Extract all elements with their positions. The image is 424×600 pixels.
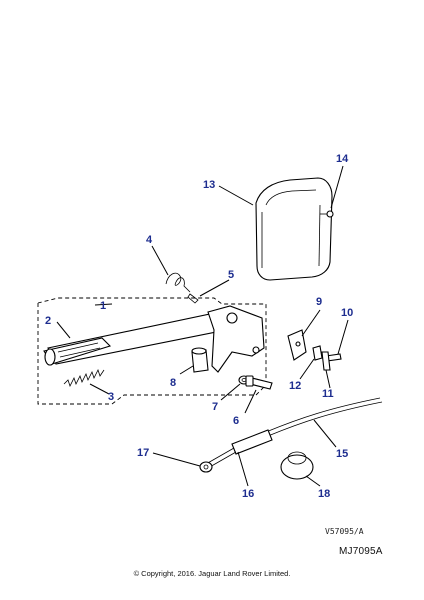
callout-labels: 1 2 3 4 5 6 7 8 9 10 11 12 13 14 15 16 1… xyxy=(45,153,353,500)
callout-5[interactable]: 5 xyxy=(228,269,234,281)
callout-11[interactable]: 11 xyxy=(322,388,334,400)
grommet-part[interactable] xyxy=(280,451,314,480)
handbrake-cable-part[interactable] xyxy=(205,397,383,469)
bush-part-8[interactable] xyxy=(191,347,209,373)
callout-14[interactable]: 14 xyxy=(336,153,349,165)
bracket-part-9[interactable] xyxy=(287,329,307,361)
callout-3[interactable]: 3 xyxy=(108,391,114,403)
callout-18[interactable]: 18 xyxy=(318,488,330,500)
screw-part-14[interactable] xyxy=(320,210,334,218)
pin-part-11[interactable] xyxy=(321,351,331,371)
callout-17[interactable]: 17 xyxy=(137,447,149,459)
handbrake-lever-part[interactable] xyxy=(43,305,265,373)
callout-12[interactable]: 12 xyxy=(289,380,301,392)
callout-6[interactable]: 6 xyxy=(233,415,239,427)
callout-1[interactable]: 1 xyxy=(100,300,106,312)
ratchet-spring-part[interactable] xyxy=(63,368,105,388)
diagram-code: MJ7095A xyxy=(339,546,383,557)
cable-end-part[interactable] xyxy=(199,461,213,473)
callout-9[interactable]: 9 xyxy=(316,296,322,308)
copyright-notice: © Copyright, 2016. Jaguar Land Rover Lim… xyxy=(133,569,291,578)
bolt-part-6[interactable] xyxy=(245,375,273,390)
callout-10[interactable]: 10 xyxy=(341,307,353,319)
handbrake-cover-part[interactable] xyxy=(255,177,333,281)
callout-13[interactable]: 13 xyxy=(203,179,215,191)
clip-part-5[interactable] xyxy=(187,293,199,304)
callout-16[interactable]: 16 xyxy=(242,488,254,500)
callout-2[interactable]: 2 xyxy=(45,315,51,327)
return-spring-part[interactable] xyxy=(165,272,191,293)
leader-lines xyxy=(56,165,349,487)
callout-15[interactable]: 15 xyxy=(336,448,348,460)
callout-8[interactable]: 8 xyxy=(170,377,176,389)
clip-part-12[interactable] xyxy=(312,345,323,361)
drawing-reference: V57095/A xyxy=(325,527,364,536)
callout-7[interactable]: 7 xyxy=(212,401,218,413)
callout-4[interactable]: 4 xyxy=(146,234,153,246)
